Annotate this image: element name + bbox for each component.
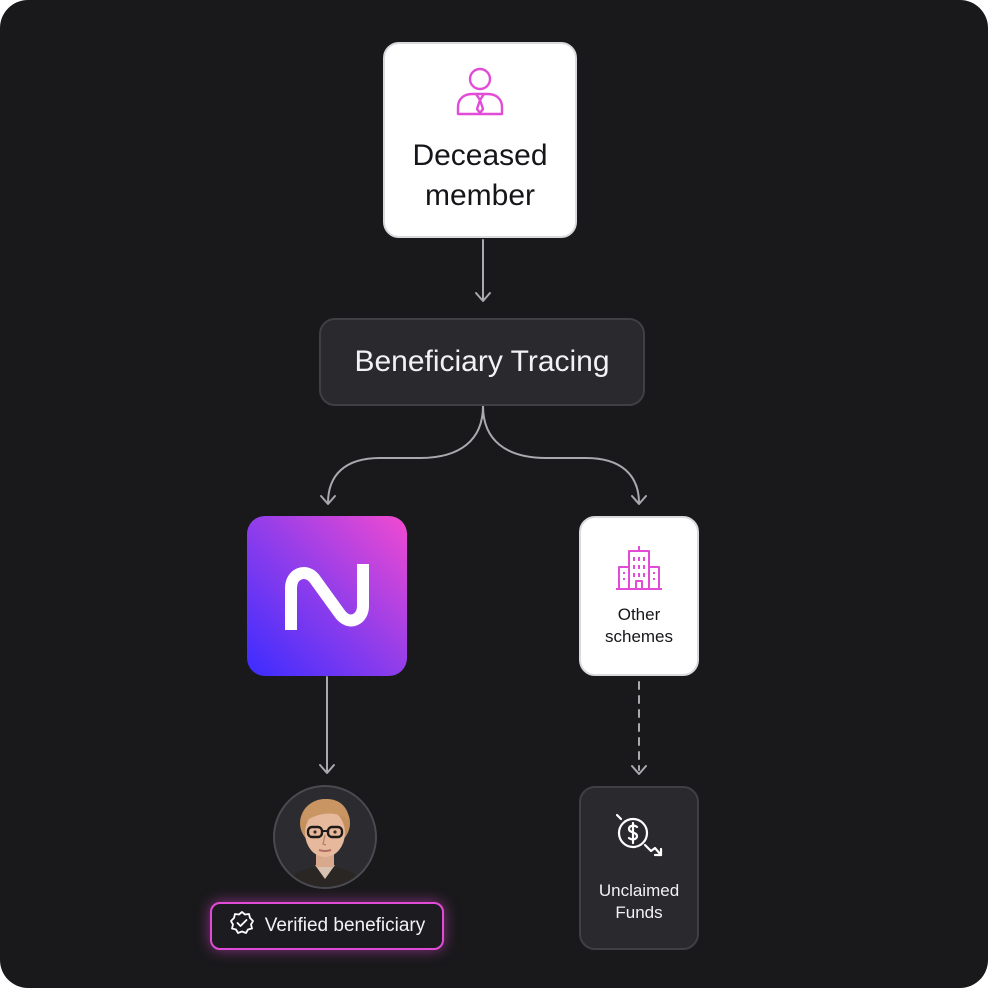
connector-tracing-to-brand [327,405,484,504]
unclaimed-label-line1: Unclaimed [598,880,680,900]
beneficiary-tracing-node: Beneficiary Tracing [319,318,645,406]
other-schemes-node: Other schemes [579,516,699,676]
deceased-label-line2: member [424,178,536,212]
deceased-label-line1: Deceased [412,138,548,172]
brand-logo-tile [247,516,407,676]
other-label-line2: schemes [604,626,674,646]
arrowhead-tracing [475,292,491,302]
tracing-label: Beneficiary Tracing [354,345,610,378]
verified-badge-icon [229,910,255,942]
unclaimed-label-line2: Funds [615,902,663,922]
verified-beneficiary-badge: Verified beneficiary [210,902,444,950]
deceased-member-node: Deceased member [383,42,577,238]
verified-badge-label: Verified beneficiary [264,915,426,936]
connector-tracing-to-other [482,405,640,504]
arrowhead-unclaimed [631,765,647,775]
person-tie-icon [454,65,506,122]
arrowhead-beneficiary [319,764,335,774]
dollar-decline-icon [613,813,665,870]
other-label-line1: Other [617,604,661,624]
unclaimed-funds-node: Unclaimed Funds [579,786,699,950]
arrowhead-other [631,495,647,505]
arrowhead-brand [320,495,336,505]
building-icon [616,545,662,596]
beneficiary-avatar [273,785,377,889]
n-logo-icon [285,564,369,630]
